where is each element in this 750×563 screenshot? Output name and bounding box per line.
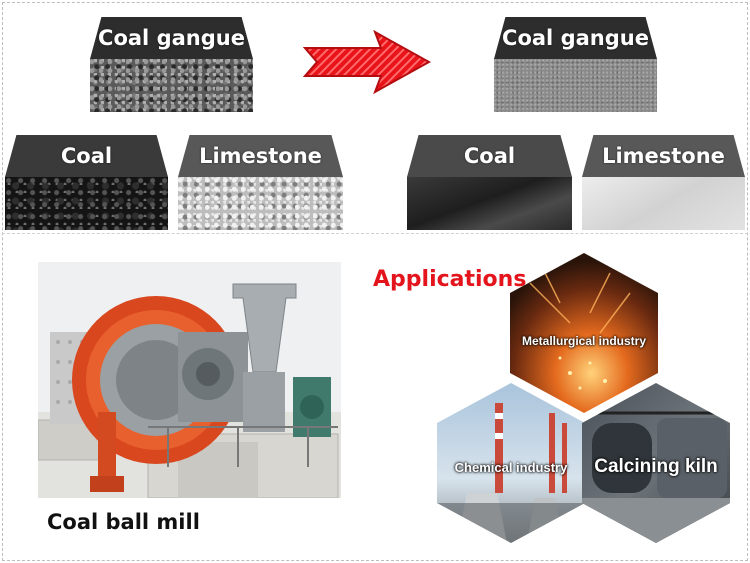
raw-limestone-label: Limestone xyxy=(199,144,322,168)
ground-coal-gangue-tile: Coal gangue xyxy=(494,17,657,112)
hex-chemical: Chemical industry xyxy=(437,383,585,543)
metallurgical-label: Metallurgical industry xyxy=(521,334,647,348)
ground-coal-tile: Coal xyxy=(407,135,572,230)
hex-calcining: Calcining kiln xyxy=(582,383,730,543)
ground-coal-gangue-header: Coal gangue xyxy=(494,17,657,59)
applications-title: Applications xyxy=(373,267,527,292)
raw-coal-gangue-tile: Coal gangue xyxy=(90,17,253,112)
ball-mill-photo xyxy=(38,262,341,498)
ground-limestone-tile: Limestone xyxy=(582,135,745,230)
raw-limestone-header: Limestone xyxy=(178,135,343,177)
raw-coal-tile: Coal xyxy=(5,135,168,230)
calcining-kiln-photo xyxy=(582,383,730,543)
ground-coal-gangue-label: Coal gangue xyxy=(502,26,649,50)
ground-limestone-header: Limestone xyxy=(582,135,745,177)
ground-coal-gangue-texture xyxy=(494,59,657,112)
raw-coal-gangue-header: Coal gangue xyxy=(90,17,253,59)
raw-coal-texture xyxy=(5,177,168,230)
metallurgical-photo xyxy=(510,253,658,413)
raw-coal-label: Coal xyxy=(60,144,113,168)
calcining-label: Calcining kiln xyxy=(594,456,718,477)
section-divider xyxy=(2,233,748,234)
raw-coal-header: Coal xyxy=(5,135,168,177)
raw-coal-gangue-texture xyxy=(90,59,253,112)
ground-coal-texture xyxy=(407,177,572,230)
ground-limestone-texture xyxy=(582,177,745,230)
chemical-label: Chemical industry xyxy=(454,460,568,475)
ball-mill-label: Coal ball mill xyxy=(47,510,200,534)
hex-metallurgical: Metallurgical industry xyxy=(510,253,658,413)
chemical-plant-photo xyxy=(437,383,585,543)
ball-mill-illustration xyxy=(38,262,341,498)
ground-coal-label: Coal xyxy=(463,144,516,168)
raw-limestone-tile: Limestone xyxy=(178,135,343,230)
raw-coal-gangue-label: Coal gangue xyxy=(98,26,245,50)
ground-limestone-label: Limestone xyxy=(602,144,725,168)
ground-coal-header: Coal xyxy=(407,135,572,177)
right-arrow-icon xyxy=(303,30,431,94)
raw-limestone-texture xyxy=(178,177,343,230)
